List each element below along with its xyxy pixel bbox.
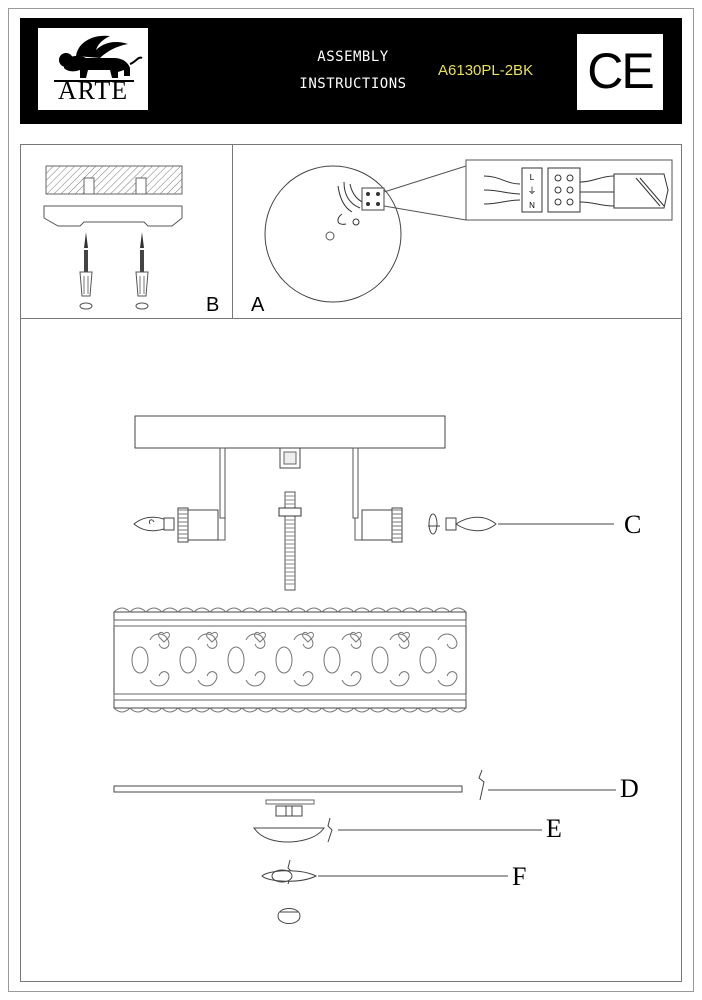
ceiling-mount-plate (134, 415, 446, 449)
wiring-leads (337, 181, 385, 226)
terminal-block (483, 167, 669, 213)
panel-a-label: A (251, 294, 265, 316)
part-label-e: E (546, 814, 562, 843)
candle-bulb-icon (133, 516, 175, 532)
hex-nut (265, 799, 315, 817)
panel-divider-horizontal (20, 318, 682, 319)
finial-nut (261, 859, 508, 885)
terminal-label-neutral: N (529, 201, 535, 210)
ceiling-section (45, 165, 183, 195)
decorative-dome (253, 817, 542, 843)
earth-ground-icon: ⏚ (527, 186, 536, 197)
model-number: A6130PL-2BK (438, 62, 534, 79)
winged-lion-icon (54, 35, 143, 82)
candle-bulb-icon (445, 516, 614, 532)
end-cap (277, 908, 301, 924)
part-label-f: F (512, 862, 527, 891)
part-label-d: D (620, 774, 639, 803)
mounting-bracket (43, 205, 183, 227)
terminal-label-live: L (530, 173, 535, 182)
screw-icon (135, 232, 149, 310)
right-arm (352, 447, 403, 543)
ce-mark-text: CE (587, 43, 654, 99)
center-bracket (279, 447, 301, 469)
screw-icon (79, 232, 93, 310)
glass-plate (113, 769, 616, 801)
part-label-c: C (624, 510, 642, 539)
lamp-shade (113, 607, 467, 713)
threaded-rod (278, 491, 302, 591)
panel-b-label: B (206, 294, 220, 316)
title-line-1: ASSEMBLY (317, 49, 389, 65)
canopy-plate (264, 165, 402, 303)
rotate-arrow-icon (428, 513, 440, 535)
left-arm (177, 447, 226, 543)
header-bar: ARTE ASSEMBLY INSTRUCTIONS A6130PL-2BK C… (20, 18, 682, 124)
panel-divider-vertical (232, 144, 233, 318)
page-frame (8, 8, 694, 992)
title-line-2: INSTRUCTIONS (299, 76, 407, 92)
ce-mark: CE (577, 34, 663, 110)
brand-logo: ARTE (38, 28, 148, 110)
brand-name: ARTE (57, 76, 129, 105)
diagram-frame (20, 144, 682, 982)
